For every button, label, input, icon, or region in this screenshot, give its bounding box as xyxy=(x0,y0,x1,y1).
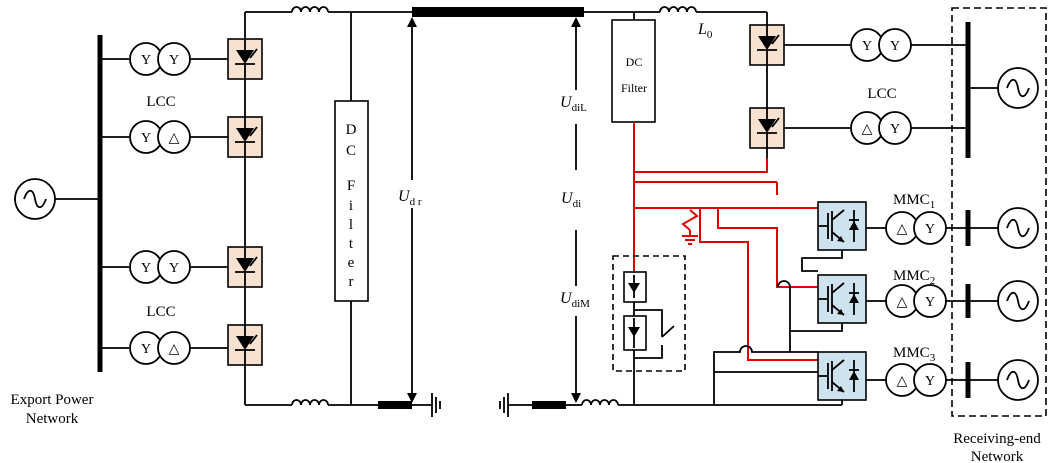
mmc-valve-1 xyxy=(817,201,867,251)
svg-text:Y: Y xyxy=(141,131,151,146)
mmc-valve-3 xyxy=(817,351,867,401)
line-resistor-left xyxy=(378,401,412,409)
lcc-valve-left-2 xyxy=(227,116,263,158)
svg-text:Y: Y xyxy=(169,261,179,276)
receiving-ac-source-3 xyxy=(997,359,1039,401)
svg-text:Y: Y xyxy=(925,222,935,237)
export-network-label-1: Export Power xyxy=(11,392,94,408)
receiving-ac-source-2 xyxy=(997,280,1039,322)
mmc1-label: MMC1 xyxy=(893,192,935,211)
inductor-right-bottom xyxy=(581,399,619,406)
svg-text:e: e xyxy=(348,255,355,271)
transformer-right-1: Y Y xyxy=(850,28,968,62)
ground-right-icon xyxy=(499,393,509,417)
lcc-valve-right-1 xyxy=(749,24,785,66)
transformer-left-1: Y Y xyxy=(100,42,228,76)
export-ac-source xyxy=(14,178,56,220)
svg-text:t: t xyxy=(349,236,354,252)
svg-text:△: △ xyxy=(862,122,873,137)
lcc-label-right: LCC xyxy=(867,86,896,102)
svg-text:F: F xyxy=(347,178,355,194)
export-network-label-2: Network xyxy=(26,411,79,427)
dc-filter-right-label-2: Filter xyxy=(621,81,647,95)
udim-label: UdiM xyxy=(560,290,590,310)
fault-current-path xyxy=(633,122,818,361)
svg-text:△: △ xyxy=(897,295,908,310)
lcc-valve-left-4 xyxy=(227,324,263,366)
lcc-label-top-left: LCC xyxy=(146,94,175,110)
dc-breaker xyxy=(623,271,675,405)
receiving-ac-source-1 xyxy=(997,207,1039,249)
svg-text:Y: Y xyxy=(862,39,872,54)
udil-label: UdiL xyxy=(560,94,587,114)
transformer-mmc-1: △ Y xyxy=(866,211,998,245)
mmc-valve-2 xyxy=(817,274,867,324)
udi-label: Udi xyxy=(561,190,581,210)
receiving-network-label-1: Receiving-end xyxy=(953,431,1041,447)
svg-text:Y: Y xyxy=(925,295,935,310)
svg-text:l: l xyxy=(349,217,353,233)
svg-text:Y: Y xyxy=(141,261,151,276)
svg-text:△: △ xyxy=(169,131,180,146)
dc-breaker-box xyxy=(612,255,686,372)
l0-label: L0 xyxy=(697,21,713,41)
transformer-left-4: Y △ xyxy=(100,331,228,365)
receiving-network-label-2: Network xyxy=(971,449,1024,463)
svg-text:Y: Y xyxy=(141,53,151,68)
dc-filter-right xyxy=(611,19,656,123)
svg-text:Y: Y xyxy=(890,122,900,137)
lcc-valve-left-1 xyxy=(227,38,263,80)
dc-filter-right-label-1: DC xyxy=(626,55,643,69)
inductor-left-top xyxy=(291,6,329,13)
transformer-left-2: Y △ xyxy=(100,120,228,154)
svg-text:△: △ xyxy=(169,342,180,357)
transformer-mmc-2: △ Y xyxy=(866,284,998,318)
udr-label: Ud r xyxy=(398,188,422,208)
lcc-valve-left-3 xyxy=(227,246,263,288)
mmc3-label: MMC3 xyxy=(893,345,936,364)
line-resistor-right xyxy=(532,401,566,409)
svg-text:△: △ xyxy=(897,222,908,237)
lcc-label-bottom-left: LCC xyxy=(146,304,175,320)
mmc2-label: MMC2 xyxy=(893,268,935,287)
svg-text:C: C xyxy=(346,143,356,159)
svg-text:D: D xyxy=(346,122,357,138)
receiving-ac-source-main xyxy=(997,67,1039,109)
inductor-l0 xyxy=(659,6,697,13)
dc-transmission-line xyxy=(412,7,584,17)
svg-text:Y: Y xyxy=(169,53,179,68)
svg-text:Y: Y xyxy=(925,374,935,389)
transformer-left-3: Y Y xyxy=(100,250,228,284)
svg-text:Y: Y xyxy=(890,39,900,54)
lcc-valve-right-2 xyxy=(749,107,785,149)
dc-filter-left xyxy=(334,100,369,302)
transformer-mmc-3: △ Y xyxy=(866,363,998,397)
svg-text:i: i xyxy=(349,198,353,214)
svg-text:r: r xyxy=(349,274,354,290)
ground-left-icon xyxy=(431,393,441,417)
svg-text:△: △ xyxy=(897,374,908,389)
transformer-right-2: △ Y xyxy=(850,111,968,145)
svg-text:Y: Y xyxy=(141,342,151,357)
inductor-left-bottom xyxy=(291,399,329,406)
dc-filter-left-label: D C F i l t e r xyxy=(346,122,357,290)
receiving-network-box xyxy=(951,7,1047,417)
